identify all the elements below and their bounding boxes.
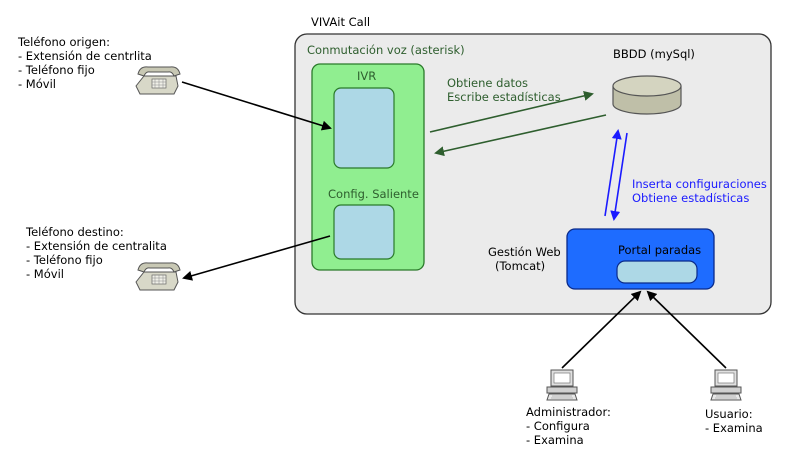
dest-phone-item-3: - Móvil xyxy=(26,267,64,281)
arrow-switch-to-db xyxy=(429,90,594,133)
vivait-call-title: VIVAit Call xyxy=(311,15,370,29)
web-db-label-2: Obtiene estadísticas xyxy=(632,191,749,205)
admin-title: Administrador: xyxy=(526,405,611,419)
admin-item-2: - Examina xyxy=(526,433,584,447)
portal-label: Portal paradas xyxy=(618,243,701,257)
database-label: BBDD (mySql) xyxy=(613,47,695,61)
portal-box xyxy=(616,260,698,284)
dest-phone-title: Teléfono destino: xyxy=(25,225,124,239)
database-cylinder-icon xyxy=(612,75,682,115)
outgoing-box xyxy=(333,204,395,260)
admin-item-1: - Configura xyxy=(526,419,590,433)
computer-icon xyxy=(546,369,578,401)
dest-phone-item-1: - Extensión de centralita xyxy=(26,239,167,253)
telephone-icon xyxy=(135,262,181,291)
origin-phone-item-2: - Teléfono fijo xyxy=(18,63,95,77)
origin-phone-title: Teléfono origen: xyxy=(17,35,110,49)
origin-phone-item-1: - Extensión de centrlita xyxy=(18,49,152,63)
web-db-label-1: Inserta configuraciones xyxy=(632,177,767,191)
arrow-user-to-portal xyxy=(646,290,727,369)
telephone-icon xyxy=(135,66,181,95)
origin-phone-item-3: - Móvil xyxy=(18,77,56,91)
user-title: Usuario: xyxy=(705,407,753,421)
dest-phone-item-2: - Teléfono fijo xyxy=(26,253,103,267)
web-title-1: Gestión Web xyxy=(488,245,561,259)
ivr-label: IVR xyxy=(357,69,376,83)
switching-title: Conmutación voz (asterisk) xyxy=(307,43,465,57)
arrow-db-to-switch xyxy=(434,114,607,157)
arrow-admin-to-portal xyxy=(561,290,642,369)
db-switch-label-1: Obtiene datos xyxy=(447,76,528,90)
db-switch-label-2: Escribe estadísticas xyxy=(447,90,561,104)
arrow-web-to-db xyxy=(604,129,622,217)
outgoing-label: Config. Saliente xyxy=(328,187,419,201)
user-item-1: - Examina xyxy=(705,421,763,435)
web-title-2: (Tomcat) xyxy=(495,259,545,273)
arrow-outgoing-to-dest xyxy=(182,235,331,281)
arrow-origin-to-ivr xyxy=(181,81,332,131)
ivr-box xyxy=(333,87,395,169)
arrow-db-to-web xyxy=(610,132,628,221)
computer-icon xyxy=(710,369,742,401)
